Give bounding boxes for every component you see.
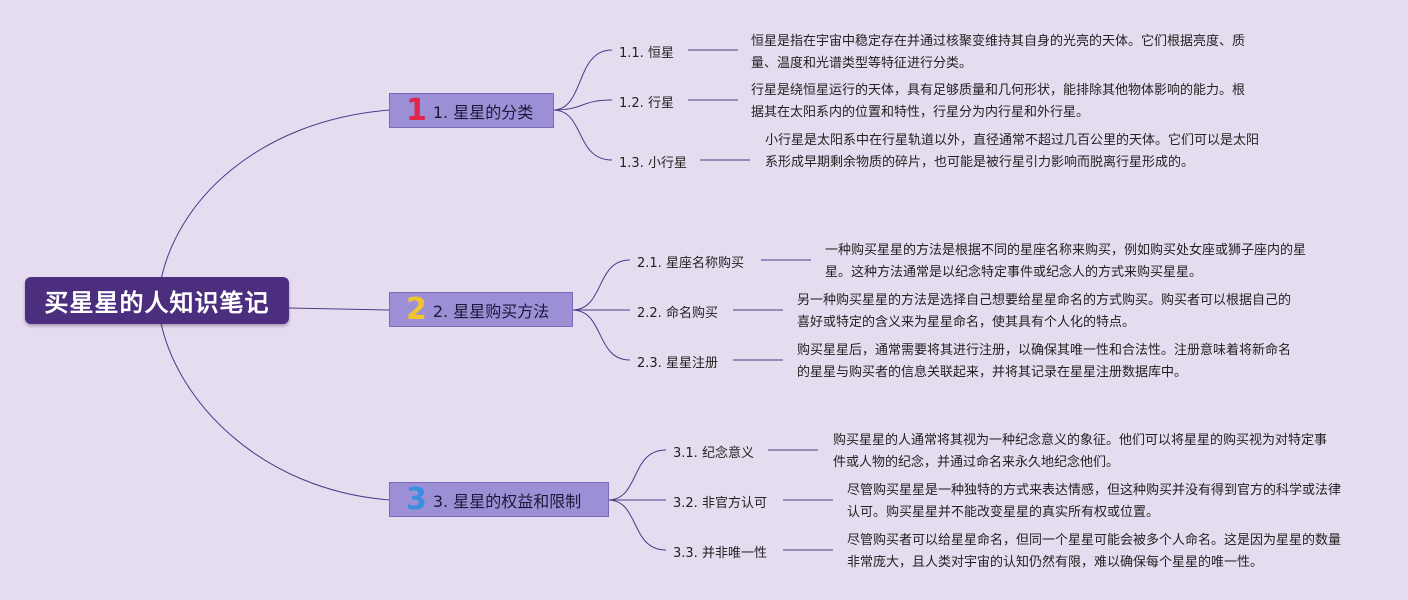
number-icon-2: 2 [406, 291, 427, 327]
note-1-1: 恒星是指在宇宙中稳定存在并通过核聚变维持其自身的光亮的天体。它们根据亮度、质量、… [751, 34, 1246, 71]
topic-3-2[interactable]: 3.2. 非官方认可 [673, 496, 767, 511]
root-link-3 [159, 317, 391, 501]
branch-classification[interactable]: 1 1. 星星的分类 [389, 93, 554, 128]
note-2-2: 另一种购买星星的方法是选择自己想要给星星命名的方式购买。购买者可以根据自己的喜好… [797, 293, 1292, 330]
branch-label: 2. 星星购买方法 [432, 301, 550, 321]
branch-purchase-methods[interactable]: 2 2. 星星购买方法 [389, 292, 573, 327]
branch-2-link-3 [571, 309, 631, 361]
branch-1-link-1 [552, 49, 613, 111]
note-3-1: 购买星星的人通常将其视为一种纪念意义的象征。他们可以将星星的购买视为对特定事件或… [833, 433, 1328, 470]
branch-label: 1. 星星的分类 [432, 102, 534, 122]
branch-1-link-2 [552, 99, 613, 111]
note-3-2: 尽管购买星星是一种独特的方式来表达情感，但这种购买并没有得到官方的科学或法律认可… [847, 483, 1342, 520]
number-icon-1: 1 [406, 92, 427, 128]
branch-1-link-3 [552, 109, 613, 161]
branch-3-link-3 [607, 499, 667, 551]
root-link-1 [159, 109, 391, 286]
branch-label: 3. 星星的权益和限制 [432, 491, 582, 511]
number-icon-3: 3 [406, 481, 427, 517]
branch-2-link-1 [571, 259, 631, 311]
topic-2-2[interactable]: 2.2. 命名购买 [637, 306, 718, 321]
note-3-3: 尽管购买者可以给星星命名，但同一个星星可能会被多个人命名。这是因为星星的数量非常… [847, 533, 1342, 570]
topic-2-3[interactable]: 2.3. 星星注册 [637, 356, 718, 371]
topic-1-1[interactable]: 1.1. 恒星 [619, 46, 674, 61]
note-1-2: 行星是绕恒星运行的天体，具有足够质量和几何形状，能排除其他物体影响的能力。根据其… [751, 83, 1246, 120]
topic-3-1[interactable]: 3.1. 纪念意义 [673, 446, 754, 461]
branch-rights-limits[interactable]: 3 3. 星星的权益和限制 [389, 482, 609, 517]
topic-2-1[interactable]: 2.1. 星座名称购买 [637, 256, 744, 271]
topic-1-2[interactable]: 1.2. 行星 [619, 96, 674, 111]
topic-1-3[interactable]: 1.3. 小行星 [619, 156, 687, 171]
note-1-3: 小行星是太阳系中在行星轨道以外，直径通常不超过几百公里的天体。它们可以是太阳系形… [765, 133, 1260, 170]
note-2-1: 一种购买星星的方法是根据不同的星座名称来购买，例如购买处女座或狮子座内的星星。这… [825, 243, 1307, 280]
topic-3-3[interactable]: 3.3. 并非唯一性 [673, 546, 767, 561]
root-link-2 [288, 307, 391, 311]
branch-3-link-1 [607, 449, 667, 501]
root-topic[interactable]: 买星星的人知识笔记 [25, 277, 289, 324]
note-2-3: 购买星星后，通常需要将其进行注册，以确保其唯一性和合法性。注册意味着将新命名的星… [797, 343, 1292, 380]
